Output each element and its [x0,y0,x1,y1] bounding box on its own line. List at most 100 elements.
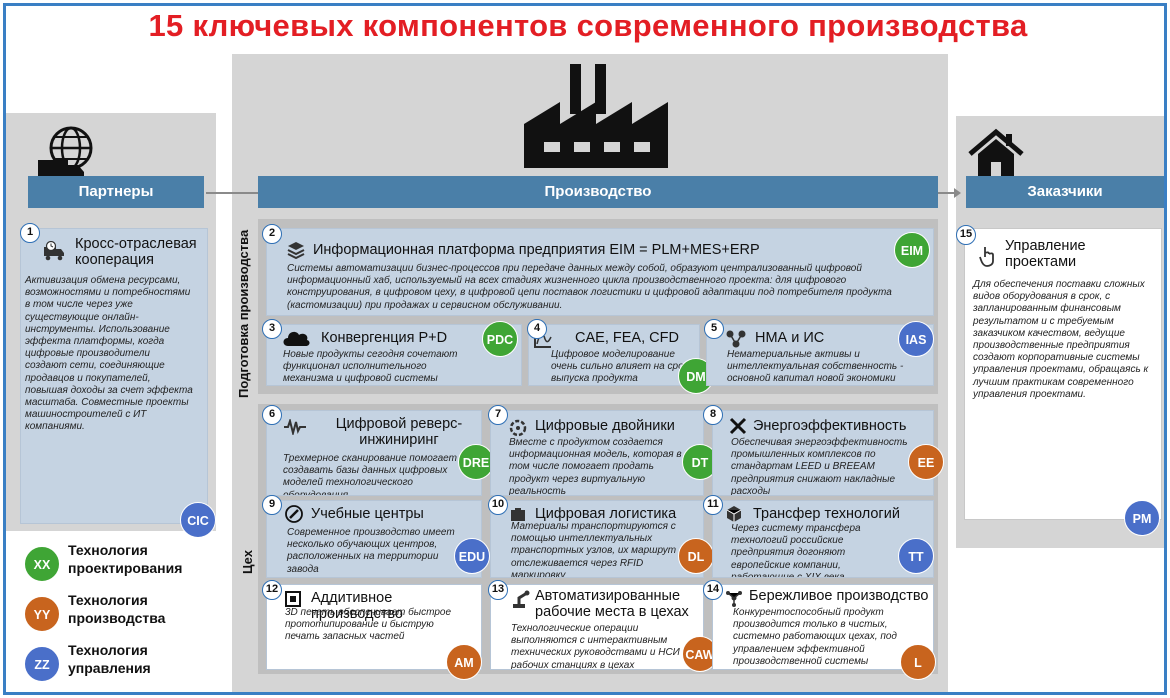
card-3: Конвергенция P+D Новые продукты сегодня … [266,324,522,386]
cube-icon [726,506,742,522]
network-icon [726,330,746,348]
card-1-text: Активизация обмена ресурсами, возможност… [25,275,193,433]
gear-cycle-icon [509,419,527,437]
card-2-title: Информационная платформа предприятия EIM… [313,242,760,258]
legend-badge-zz: ZZ [24,646,60,682]
factory-icon [524,64,668,168]
card-4-title: CAE, FEA, CFD [575,330,679,346]
card-6-text: Трехмерное сканирование помогает создава… [283,453,457,496]
card-11-text: Через систему трансфера технологий росси… [731,523,861,578]
robot-arm-icon [513,590,530,608]
legend-label-management: Технология управления [68,642,151,676]
house-icon [968,128,1024,180]
card-5-title: НМА и ИС [755,330,825,346]
card-7-text: Вместе с продуктом создается информацион… [509,437,682,496]
card-5-text: Нематериальные активы и интеллектуальная… [727,349,904,385]
production-header: Производство [258,176,938,208]
number-10: 10 [488,495,508,515]
arrow-head-icon [954,188,961,198]
card-1: Кросс-отраслевая кооперация Активизация … [20,228,208,524]
hand-pointer-icon [979,247,994,267]
legend-label-production: Технология производства [68,592,166,626]
partners-header: Партнеры [28,176,204,208]
legend-badge-yy: YY [24,596,60,632]
badge-dre: DRE [458,444,494,480]
card-9: Учебные центры Современное производство … [266,500,482,578]
card-12-text: 3D печать обеспечивает быстрое прототипи… [285,607,452,643]
badge-edu: EDU [454,538,490,574]
badge-l: L [900,644,936,680]
badge-ee: EE [908,444,944,480]
page-title: 15 ключевых компонентов современного про… [148,8,1028,43]
badge-dl: DL [678,538,714,574]
card-8: Энергоэффективность Обеспечивая энергоэф… [712,410,934,496]
card-6-title: Цифровой реверс-инжиниринг [335,416,463,448]
connector-partners [206,192,262,194]
box-icon [511,508,525,521]
number-11: 11 [703,495,723,515]
shop-vertical-label: Цех [240,550,255,574]
card-15-title: Управление проектами [1005,238,1086,270]
infographic-frame: 15 ключевых компонентов современного про… [3,3,1167,695]
number-1: 1 [20,223,40,243]
legend-badge-xx: XX [24,546,60,582]
card-4: CAE, FEA, CFD Цифровое моделирование оче… [528,324,700,386]
card-2-text: Системы автоматизации бизнес-процессов п… [287,263,892,311]
printer-icon [285,591,301,607]
number-15: 15 [956,225,976,245]
card-6: Цифровой реверс-инжиниринг Трехмерное ск… [266,410,482,496]
card-10-title: Цифровая логистика [535,506,677,522]
tools-icon [729,417,747,435]
card-15: Управление проектами Для обеспечения пос… [964,228,1162,520]
card-13-text: Технологические операции выполняются с и… [511,623,694,670]
globe-truck-icon [38,126,93,185]
cloud-icon [283,331,310,346]
customers-header: Заказчики [966,176,1164,208]
card-14-title: Бережливое производство [749,588,929,604]
badge-pdc: PDC [482,321,518,357]
card-8-title: Энергоэффективность [753,418,907,434]
card-4-text: Цифровое моделирование очень сильно влия… [551,349,694,385]
molecule-icon [726,591,742,607]
truck-clock-icon [44,241,64,261]
card-12-title: Аддитивное производство [311,590,403,622]
legend-label-design: Технология проектирования [68,542,183,576]
number-6: 6 [262,405,282,425]
number-4: 4 [527,319,547,339]
card-9-title: Учебные центры [311,506,424,522]
number-14: 14 [703,580,723,600]
card-11-title: Трансфер технологий [753,506,900,522]
pencil-icon [285,505,303,523]
number-5: 5 [704,319,724,339]
badge-cic: CIC [180,502,216,538]
card-15-text: Для обеспечения поставки сложных видов о… [973,279,1149,400]
card-12: Аддитивное производство 3D печать обеспе… [266,584,482,670]
card-7: Цифровые двойники Вместе с продуктом соз… [490,410,704,496]
card-11: Трансфер технологий Через систему трансф… [712,500,934,578]
badge-eim: EIM [894,232,930,268]
number-12: 12 [262,580,282,600]
card-8-text: Обеспечивая энергоэффективность промышле… [731,437,908,496]
card-13: Автоматизированные рабочие места в цехах… [490,584,704,670]
card-1-title: Кросс-отраслевая кооперация [75,236,197,268]
card-3-title: Конвергенция P+D [321,330,448,346]
card-14: Бережливое производство Конкурентоспособ… [712,584,934,670]
badge-am: AM [446,644,482,680]
badge-tt: TT [898,538,934,574]
badge-pm: PM [1124,500,1160,536]
number-13: 13 [488,580,508,600]
prep-vertical-label: Подготовка производства [236,229,251,398]
card-10-text: Материалы транспортируются с помощью инт… [511,521,677,578]
waveform-icon [284,419,306,435]
card-3-text: Новые продукты сегодня сочетают функцион… [283,349,458,385]
number-3: 3 [262,319,282,339]
layers-icon [287,242,305,259]
card-5: НМА и ИС Нематериальные активы и интелле… [706,324,934,386]
card-10: Цифровая логистика Материалы транспортир… [490,500,704,578]
number-2: 2 [262,224,282,244]
card-7-title: Цифровые двойники [535,418,675,434]
card-9-text: Современное производство имеет несколько… [287,527,455,575]
card-13-title: Автоматизированные рабочие места в цехах [535,588,689,620]
number-8: 8 [703,405,723,425]
card-2: Информационная платформа предприятия EIM… [266,228,934,316]
